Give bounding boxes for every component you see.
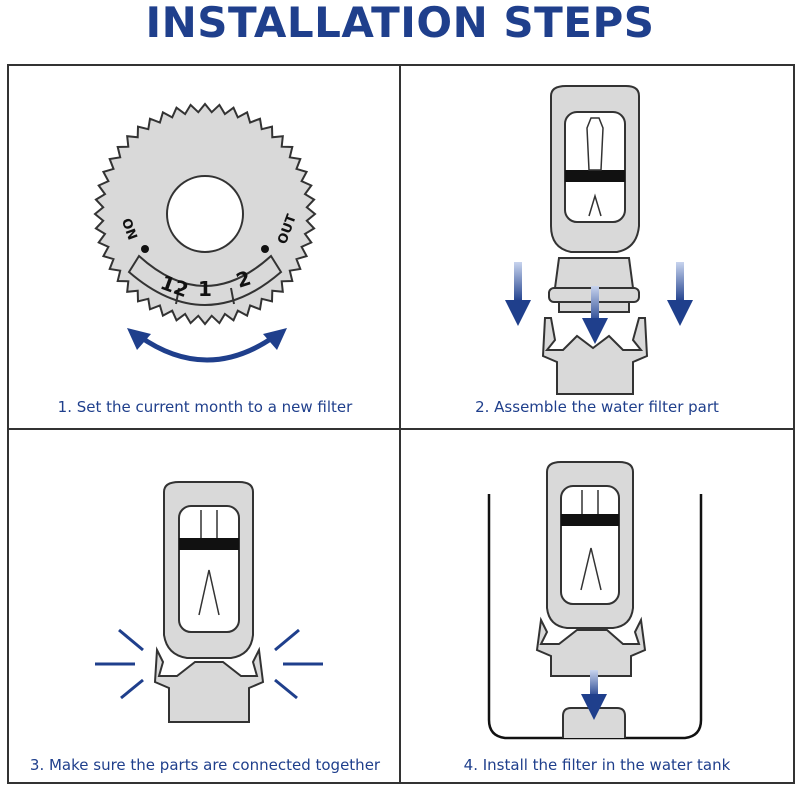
assembled-filter xyxy=(153,481,265,723)
out-dot xyxy=(261,245,269,253)
page-title: INSTALLATION STEPS xyxy=(145,0,655,47)
down-arrow-icon xyxy=(581,670,607,720)
down-arrow-right-icon xyxy=(667,262,693,326)
down-arrow-center-icon xyxy=(582,286,608,344)
step-2-panel: 2. Assemble the water filter part xyxy=(401,66,793,428)
month-band xyxy=(127,254,283,306)
step-4-panel: 4. Install the filter in the water tank xyxy=(401,430,793,792)
filter-base xyxy=(541,317,649,395)
grid-divider-horizontal xyxy=(7,428,795,430)
on-label: ON xyxy=(118,216,140,242)
down-arrow-left-icon xyxy=(505,262,531,326)
install-in-tank-illustration xyxy=(487,461,703,740)
step-3-panel: 3. Make sure the parts are connected tog… xyxy=(9,430,401,792)
on-dot xyxy=(141,245,149,253)
click-lines-left-icon xyxy=(95,628,144,700)
step-1-panel: 12 1 2 ON OUT 1. Set the current month t… xyxy=(9,66,401,428)
month-dial-illustration: 12 1 2 ON OUT xyxy=(93,102,317,363)
steps-grid xyxy=(7,64,795,784)
grid-divider-vertical xyxy=(399,64,401,784)
step-4-caption: 4. Install the filter in the water tank xyxy=(463,756,731,774)
connected-filter-illustration xyxy=(95,481,323,723)
month-label-1: 1 xyxy=(198,277,212,301)
step-3-caption: 3. Make sure the parts are connected tog… xyxy=(29,756,381,774)
rotate-arrow-icon xyxy=(127,328,287,363)
dial-center-hole xyxy=(166,175,244,253)
step-2-caption: 2. Assemble the water filter part xyxy=(475,398,719,416)
filter-assembly xyxy=(535,461,647,677)
step-1-caption: 1. Set the current month to a new filter xyxy=(57,398,353,416)
month-dial: 12 1 2 ON OUT xyxy=(93,102,317,326)
filter-cartridge xyxy=(550,85,640,253)
assemble-filter-illustration xyxy=(505,85,693,395)
click-lines-right-icon xyxy=(274,628,323,700)
